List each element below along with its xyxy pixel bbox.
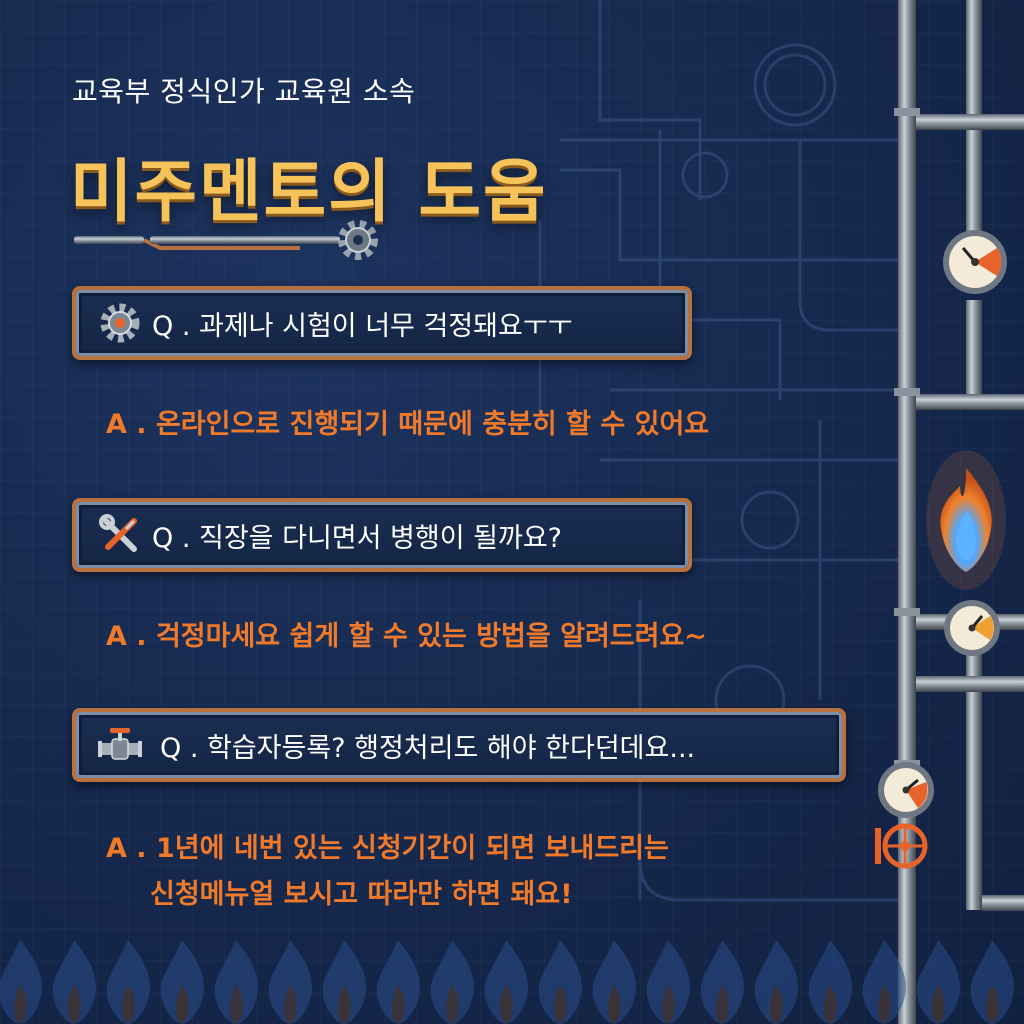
flame-core <box>229 985 243 1023</box>
faq-question-1: Q . 과제나 시험이 너무 걱정돼요ㅜㅜ <box>72 286 692 360</box>
gear-icon <box>338 220 378 260</box>
flame-core <box>823 985 837 1023</box>
flame-icon <box>970 940 1014 1024</box>
flame-core <box>715 985 729 1023</box>
flame-core <box>985 985 999 1023</box>
faq-answer-3-line-2: 신청메뉴얼 보시고 따라만 하면 돼요! <box>150 879 573 910</box>
flame-core <box>445 985 459 1023</box>
flame-icon <box>646 940 690 1024</box>
flame-core <box>769 985 783 1023</box>
faq-question-text: Q . 학습자등록? 행정처리도 해야 한다던데요... <box>160 732 696 764</box>
faq-answer-2: A . 걱정마세요 쉽게 할 수 있는 방법을 알려드려요~ <box>106 621 707 652</box>
subtitle: 교육부 정식인가 교육원 소속 <box>72 75 416 108</box>
flame-icon <box>106 940 150 1024</box>
flame-icon <box>926 450 1006 590</box>
flame-core <box>661 985 675 1023</box>
pressure-gauge-icon <box>878 762 934 818</box>
flame-core <box>499 985 513 1023</box>
flame-icon <box>52 940 96 1024</box>
flame-core <box>931 985 945 1023</box>
faq-question-text: Q . 과제나 시험이 너무 걱정돼요ㅜㅜ <box>152 310 573 342</box>
flame-core <box>67 985 81 1023</box>
wrench-screwdriver-icon <box>99 514 137 552</box>
faq-question-3: Q . 학습자등록? 행정처리도 해야 한다던데요... <box>72 708 846 782</box>
flame-core <box>121 985 135 1023</box>
flame-icon <box>160 940 204 1024</box>
gear-icon <box>100 303 140 343</box>
faq-answer-1: A . 온라인으로 진행되기 때문에 충분히 할 수 있어요 <box>106 409 710 440</box>
blueprint-pipes <box>538 0 900 902</box>
flame-icon <box>592 940 636 1024</box>
flame-icon <box>484 940 528 1024</box>
faq-question-text: Q . 직장을 다니면서 병행이 될까요? <box>152 522 562 554</box>
valve-wheel-icon <box>875 823 928 869</box>
bottom-flames <box>0 940 1014 1024</box>
flame-icon <box>268 940 312 1024</box>
flame-core <box>337 985 351 1023</box>
page-title: 미주멘토의 도움 <box>70 153 548 232</box>
flame-core <box>283 985 297 1023</box>
flame-core <box>175 985 189 1023</box>
flame-icon <box>538 940 582 1024</box>
faq-question-2: Q . 직장을 다니면서 병행이 될까요? <box>72 498 692 572</box>
flame-icon <box>862 940 906 1024</box>
flame-core <box>553 985 567 1023</box>
flame-icon <box>754 940 798 1024</box>
flame-core <box>877 985 891 1023</box>
faq-answer-3: A . 1년에 네번 있는 신청기간이 되면 보내드리는 <box>106 833 669 864</box>
flame-icon <box>376 940 420 1024</box>
flame-icon <box>808 940 852 1024</box>
flame-icon <box>916 940 960 1024</box>
flame-core <box>607 985 621 1023</box>
pressure-gauge-icon <box>944 600 1000 656</box>
flame-icon <box>430 940 474 1024</box>
flame-icon <box>0 940 42 1024</box>
flame-icon <box>322 940 366 1024</box>
flame-icon <box>700 940 744 1024</box>
flame-core <box>13 985 27 1023</box>
flame-core <box>391 985 405 1023</box>
flame-icon <box>214 940 258 1024</box>
title-divider <box>74 220 378 260</box>
pressure-gauge-icon <box>943 230 1007 294</box>
valve-icon <box>98 728 142 760</box>
